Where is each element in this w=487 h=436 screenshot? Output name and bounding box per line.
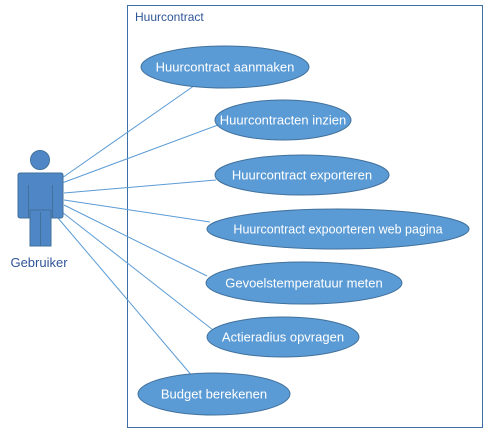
association-line-actieradius xyxy=(61,211,214,331)
actor-icon xyxy=(17,150,64,247)
association-line-exporteren xyxy=(63,179,217,194)
use-case-budget[interactable]: Budget berekenen xyxy=(137,372,291,416)
association-line-inzien xyxy=(61,124,219,184)
association-lines xyxy=(57,82,219,378)
use-case-inzien[interactable]: Huurcontracten inzien xyxy=(214,99,352,141)
use-case-aanmaken[interactable]: Huurcontract aanmaken xyxy=(140,45,310,89)
actor-name: Gebruiker xyxy=(10,255,68,270)
use-case-label: Actieradius opvragen xyxy=(222,330,344,345)
system-title: Huurcontract xyxy=(135,10,204,24)
association-line-budget xyxy=(57,217,194,378)
use-case-actieradius[interactable]: Actieradius opvragen xyxy=(206,316,360,358)
use-case-label: Huurcontract expoorteren web pagina xyxy=(233,223,442,237)
system-boundary xyxy=(127,5,483,428)
use-case-label: Budget berekenen xyxy=(161,387,267,402)
association-line-aanmaken xyxy=(61,82,199,179)
use-case-web-pagina[interactable]: Huurcontract expoorteren web pagina xyxy=(206,208,470,250)
use-case-label: Huurcontract exporteren xyxy=(232,168,372,183)
use-case-exporteren[interactable]: Huurcontract exporteren xyxy=(214,154,390,196)
use-case-gevoelstemperatuur[interactable]: Gevoelstemperatuur meten xyxy=(205,261,403,305)
use-case-label: Huurcontracten inzien xyxy=(220,113,346,128)
use-case-label: Gevoelstemperatuur meten xyxy=(225,276,383,291)
association-line-gevoelstemperatuur xyxy=(63,204,208,277)
association-line-web-pagina xyxy=(63,199,211,223)
use-case-label: Huurcontract aanmaken xyxy=(156,60,295,75)
